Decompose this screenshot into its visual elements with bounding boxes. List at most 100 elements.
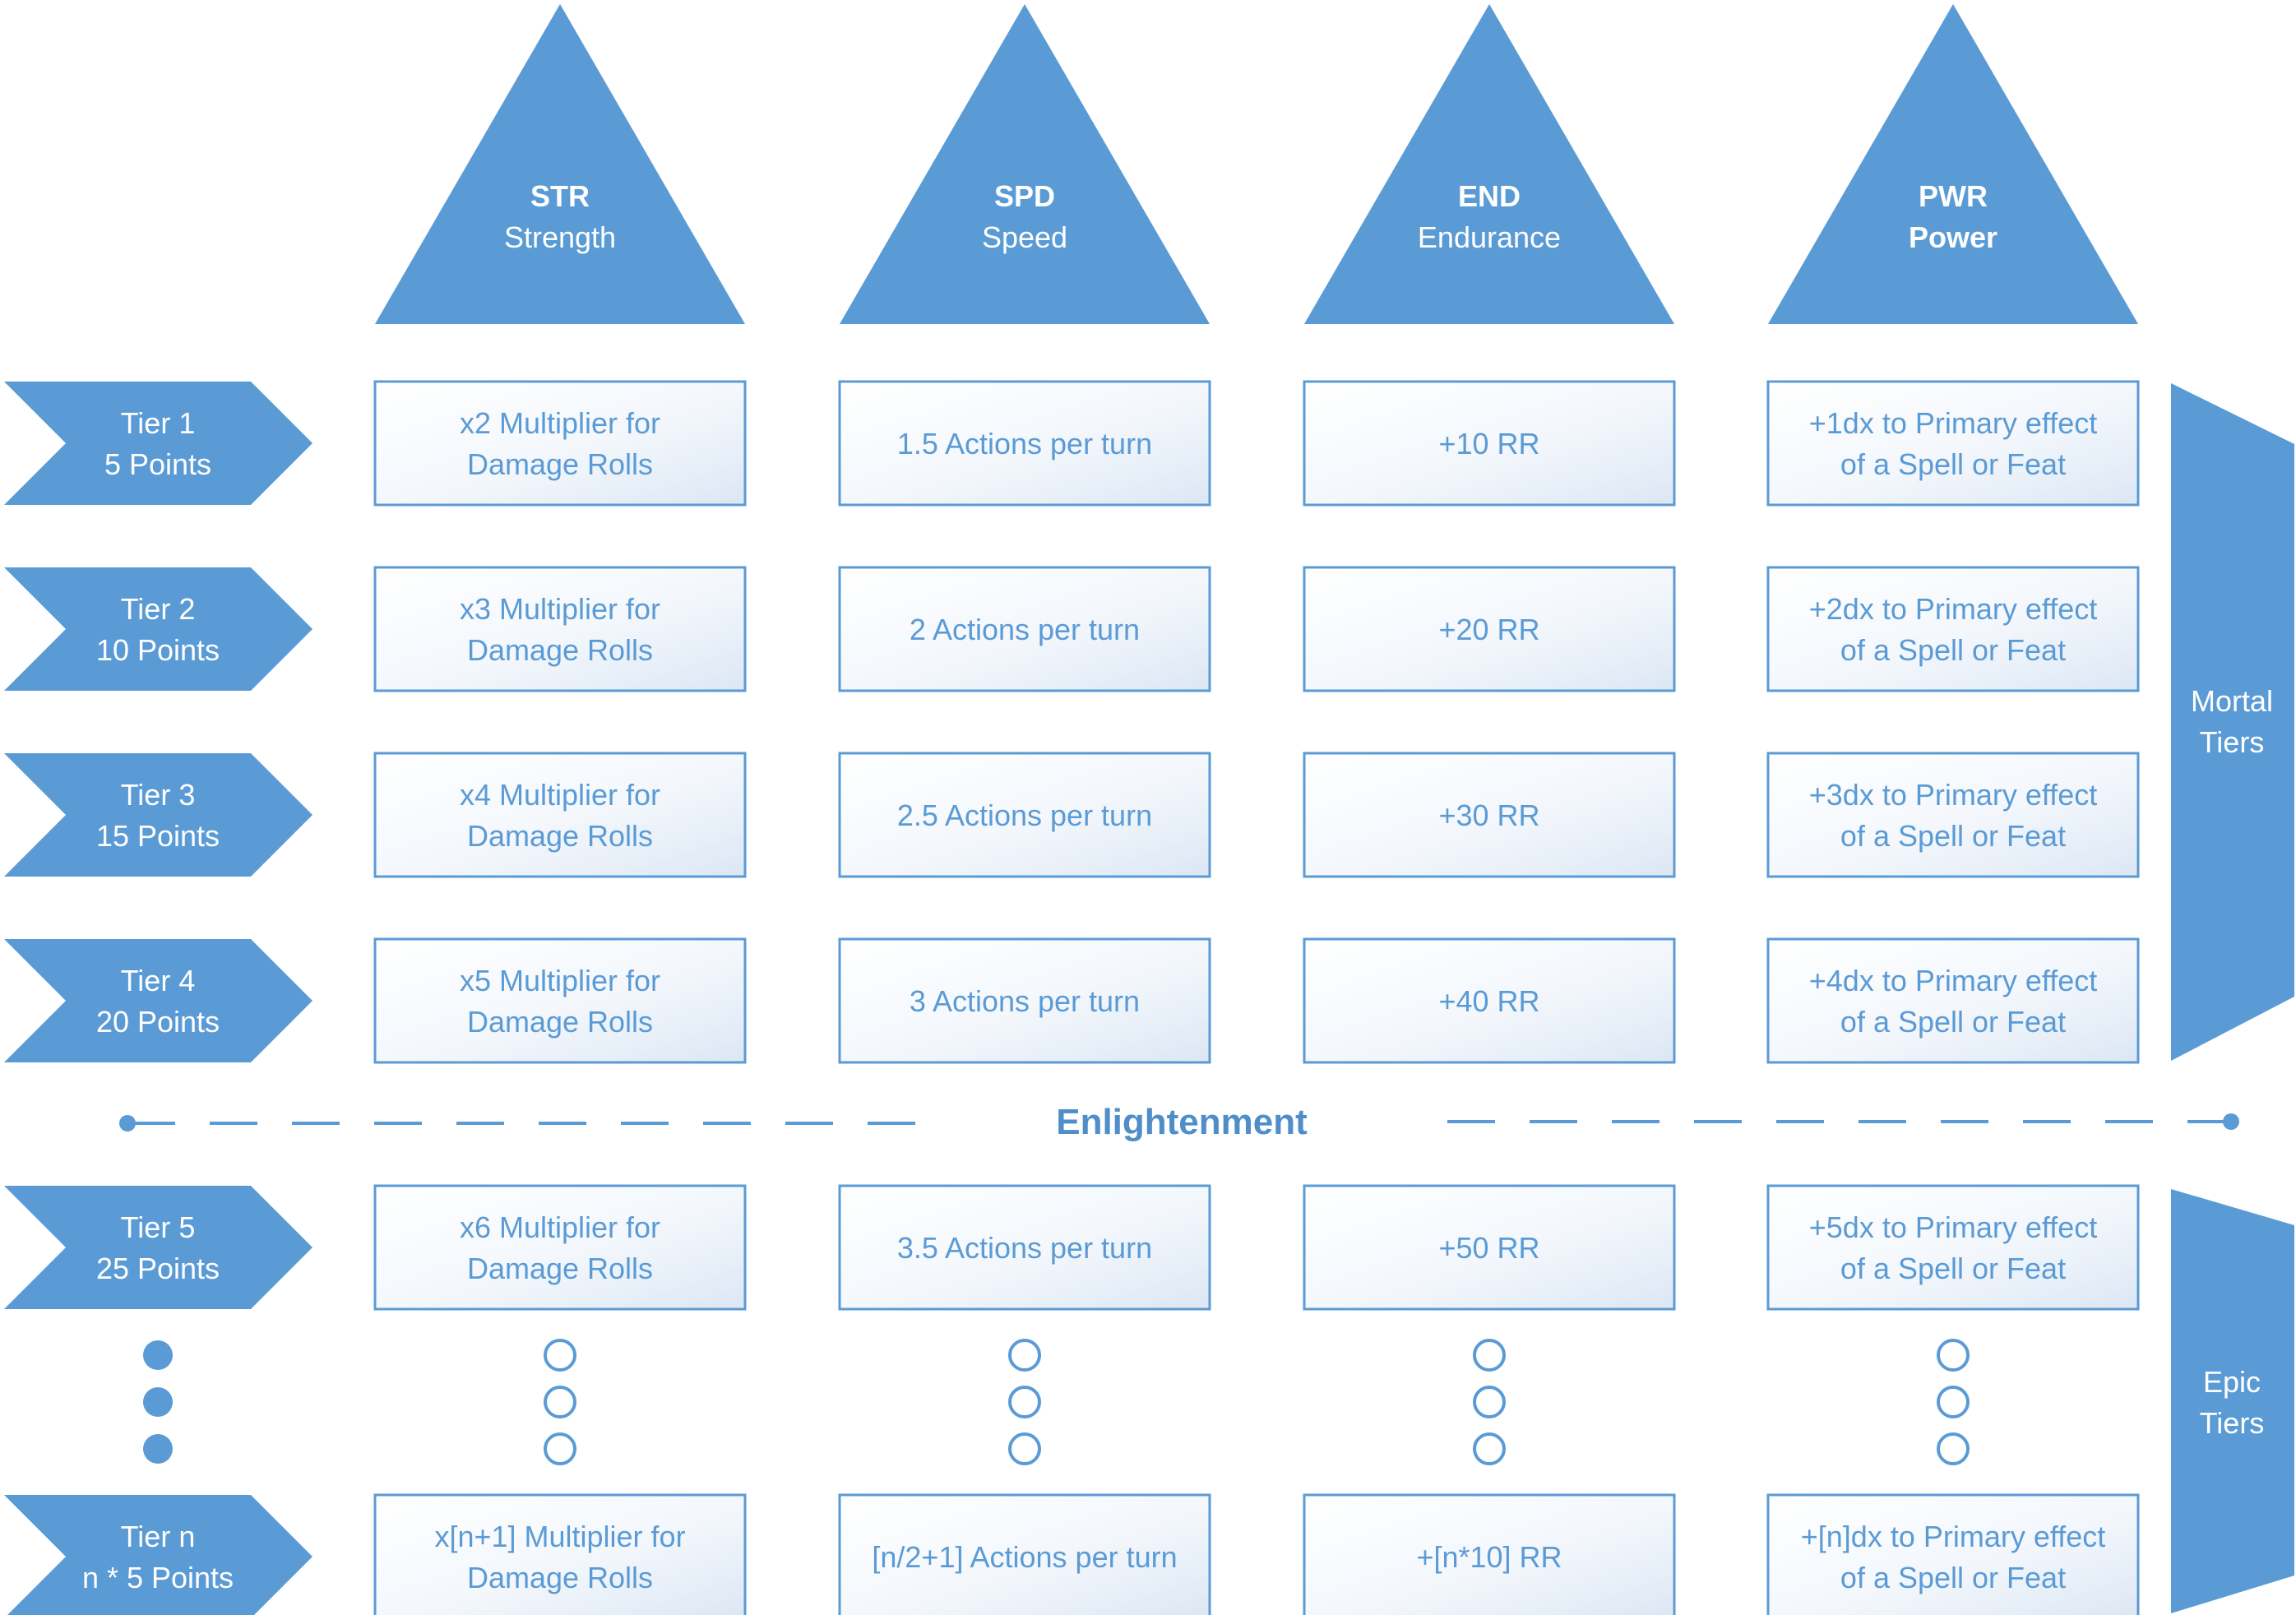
cell-text-line: +4dx to Primary effect <box>1809 964 2098 997</box>
bracket-shape <box>2171 383 2294 1061</box>
cell-box <box>373 566 747 692</box>
tier-cell-end: +50 RR <box>1303 1184 1676 1311</box>
chevron-shape <box>4 753 312 877</box>
tier-ellipsis-dots <box>143 1340 173 1464</box>
stat-abbr: PWR <box>1919 179 1988 213</box>
stat-name: Strength <box>504 220 616 254</box>
tier-chevron: Tier 315 Points <box>4 753 312 877</box>
cell-text-line: of a Spell or Feat <box>1840 1252 2066 1285</box>
hollow-dot <box>1937 1432 1970 1465</box>
divider-endpoint-right <box>2223 1113 2239 1130</box>
chevron-shape <box>4 1186 312 1309</box>
hollow-dot <box>1473 1386 1506 1418</box>
cell-box <box>1766 937 2140 1064</box>
tier-cell-end: +20 RR <box>1303 566 1676 692</box>
bracket-label-line2: Tiers <box>2200 725 2265 759</box>
bracket-label-line1: Epic <box>2203 1365 2261 1399</box>
cell-box <box>1766 1493 2140 1615</box>
cell-text-line: +[n*10] RR <box>1416 1540 1562 1574</box>
chevron-shape <box>4 567 312 691</box>
tier-points: 25 Points <box>96 1252 220 1285</box>
ellipsis-markers <box>143 1339 1970 1465</box>
cell-text-line: +10 RR <box>1438 427 1539 460</box>
cell-box <box>838 752 1211 878</box>
divider-endpoint-left <box>119 1115 136 1131</box>
cell-text-line: Damage Rolls <box>467 1561 653 1594</box>
cell-text-line: 3.5 Actions per turn <box>897 1231 1152 1265</box>
tier-label: Tier 3 <box>121 778 196 812</box>
stat-abbr: SPD <box>994 179 1055 213</box>
cell-text-line: Damage Rolls <box>467 633 653 667</box>
cell-box <box>1303 1184 1676 1311</box>
hollow-dot <box>1937 1386 1970 1418</box>
cell-box <box>838 566 1211 692</box>
cell-box <box>1766 1184 2140 1311</box>
cell-box <box>1766 752 2140 878</box>
tier-label: Tier 5 <box>121 1210 196 1244</box>
cell-text-line: +5dx to Primary effect <box>1809 1210 2098 1244</box>
tier-points: n * 5 Points <box>82 1561 234 1594</box>
cell-box <box>1303 566 1676 692</box>
chevron-shape <box>4 1495 312 1615</box>
tier-cell-end: +10 RR <box>1303 380 1676 507</box>
cell-text-line: of a Spell or Feat <box>1840 819 2066 853</box>
cell-text-line: x[n+1] Multiplier for <box>434 1520 685 1553</box>
bracket-label-line1: Mortal <box>2191 684 2273 718</box>
tier-chevron: Tier 210 Points <box>4 567 312 691</box>
cell-box <box>1303 752 1676 878</box>
mortal-tiers-bracket: Mortal Tiers <box>2171 383 2294 1061</box>
stat-header-end: END Endurance <box>1304 4 1674 324</box>
stat-triangle <box>375 4 745 324</box>
cell-text-line: Damage Rolls <box>467 1252 653 1285</box>
hollow-dot <box>1473 1339 1506 1372</box>
cell-text-line: x6 Multiplier for <box>460 1210 660 1244</box>
tier-points: 20 Points <box>96 1005 220 1039</box>
column-ellipsis-dots <box>544 1339 1970 1465</box>
stat-triangle <box>1304 4 1674 324</box>
filled-dot <box>143 1387 173 1417</box>
hollow-dot <box>1008 1386 1041 1418</box>
tier-cell-spd: 3 Actions per turn <box>838 937 1211 1064</box>
tier-label: Tier 1 <box>121 406 196 440</box>
cell-box <box>373 380 747 507</box>
stat-name: Power <box>1909 220 1997 254</box>
hollow-dot <box>1008 1339 1041 1372</box>
chevron-shape <box>4 382 312 505</box>
tier-cell-pwr: +3dx to Primary effect of a Spell or Feat <box>1766 752 2140 878</box>
tier-cell-spd: 1.5 Actions per turn <box>838 380 1211 507</box>
cell-text-line: of a Spell or Feat <box>1840 633 2066 667</box>
hollow-dot <box>1008 1432 1041 1465</box>
cell-text-line: [n/2+1] Actions per turn <box>872 1540 1177 1574</box>
tier-cell-end: +30 RR <box>1303 752 1676 878</box>
cell-box <box>1303 1493 1676 1615</box>
filled-dot <box>143 1434 173 1464</box>
tier-cell-spd: [n/2+1] Actions per turn <box>838 1493 1211 1615</box>
tier-row: Tier nn * 5 Points x[n+1] Multiplier forD… <box>4 1493 2140 1615</box>
stat-headers: STR Strength SPD Speed END Endurance PWR… <box>375 4 2138 324</box>
stat-abbr: STR <box>530 179 590 213</box>
tier-label: Tier 4 <box>121 964 196 997</box>
filled-dot <box>143 1340 173 1370</box>
cell-text-line: Damage Rolls <box>467 819 653 853</box>
cell-text-line: Damage Rolls <box>467 1005 653 1039</box>
stat-header-spd: SPD Speed <box>840 4 1210 324</box>
tier-chevron: Tier nn * 5 Points <box>4 1495 312 1615</box>
cell-text-line: +3dx to Primary effect <box>1809 778 2098 812</box>
cell-box <box>373 1493 747 1615</box>
cell-text-line: +40 RR <box>1438 984 1539 1018</box>
enlightenment-divider: Enlightenment <box>119 1102 2239 1142</box>
cell-text-line: of a Spell or Feat <box>1840 1561 2066 1594</box>
cell-box <box>838 1493 1211 1615</box>
